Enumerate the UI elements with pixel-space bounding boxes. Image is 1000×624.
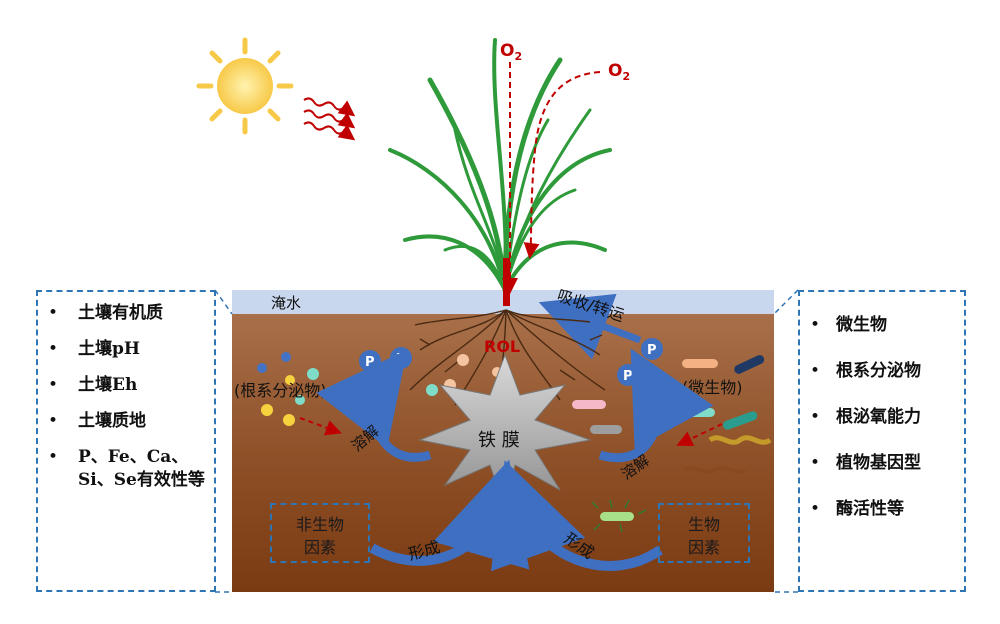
list-item: 土壤质地 — [38, 410, 214, 433]
dissolve-arrow-right — [598, 348, 714, 463]
list-item: P、Fe、Ca、Si、Se有效性等 — [38, 446, 214, 492]
svg-text:P: P — [647, 343, 657, 358]
list-item: 酶活性等 — [800, 498, 964, 521]
abiotic-factors-panel: 土壤有机质 土壤pH 土壤Eh 土壤质地 P、Fe、Ca、Si、Se有效性等 — [36, 290, 216, 592]
form-arrow-left — [369, 459, 530, 570]
biotic-box-line2: 因素 — [687, 538, 720, 558]
abiotic-box-line2: 因素 — [303, 538, 336, 558]
biotic-factor-box: 生物 因素 — [658, 503, 750, 563]
list-item: 根泌氧能力 — [800, 406, 964, 429]
abiotic-factor-list: 土壤有机质 土壤pH 土壤Eh 土壤质地 P、Fe、Ca、Si、Se有效性等 — [38, 302, 214, 492]
svg-text:P: P — [623, 369, 633, 384]
list-item: 微生物 — [800, 314, 964, 337]
microbe-label: (微生物) — [682, 378, 743, 397]
rol-label: ROL — [484, 337, 520, 356]
list-item: 土壤pH — [38, 338, 214, 361]
list-item: 土壤Eh — [38, 374, 214, 397]
flooding-label: 淹水 — [271, 294, 301, 312]
root-exudate-label: (根系分泌物) — [234, 381, 327, 400]
list-item: 根系分泌物 — [800, 360, 964, 383]
list-item: 土壤有机质 — [38, 302, 214, 325]
svg-text:P: P — [396, 352, 406, 367]
form-arrow-right — [491, 460, 663, 572]
dissolve-arrow-left — [316, 349, 432, 462]
exudate-particles — [257, 352, 319, 426]
plant-stem — [503, 258, 510, 306]
oxygen-transport — [502, 62, 601, 294]
list-item: 植物基因型 — [800, 452, 964, 475]
light-rays-icon — [303, 97, 356, 141]
biotic-factor-list: 微生物 根系分泌物 根泌氧能力 植物基因型 酶活性等 — [800, 314, 964, 521]
panel-connectors — [214, 289, 799, 593]
abiotic-box-line1: 非生物 — [295, 515, 344, 534]
absorb-arrow — [538, 293, 642, 360]
biotic-box-line1: 生物 — [687, 515, 720, 534]
svg-text:P: P — [365, 355, 375, 370]
abiotic-factor-box: 非生物 因素 — [270, 503, 370, 563]
iron-plaque-label: 铁 膜 — [478, 430, 520, 451]
o2-label-right: O2 — [608, 61, 630, 83]
sun-icon — [196, 37, 294, 135]
o2-label-left: O2 — [500, 41, 522, 63]
biotic-factors-panel: 微生物 根系分泌物 根泌氧能力 植物基因型 酶活性等 — [798, 290, 966, 592]
